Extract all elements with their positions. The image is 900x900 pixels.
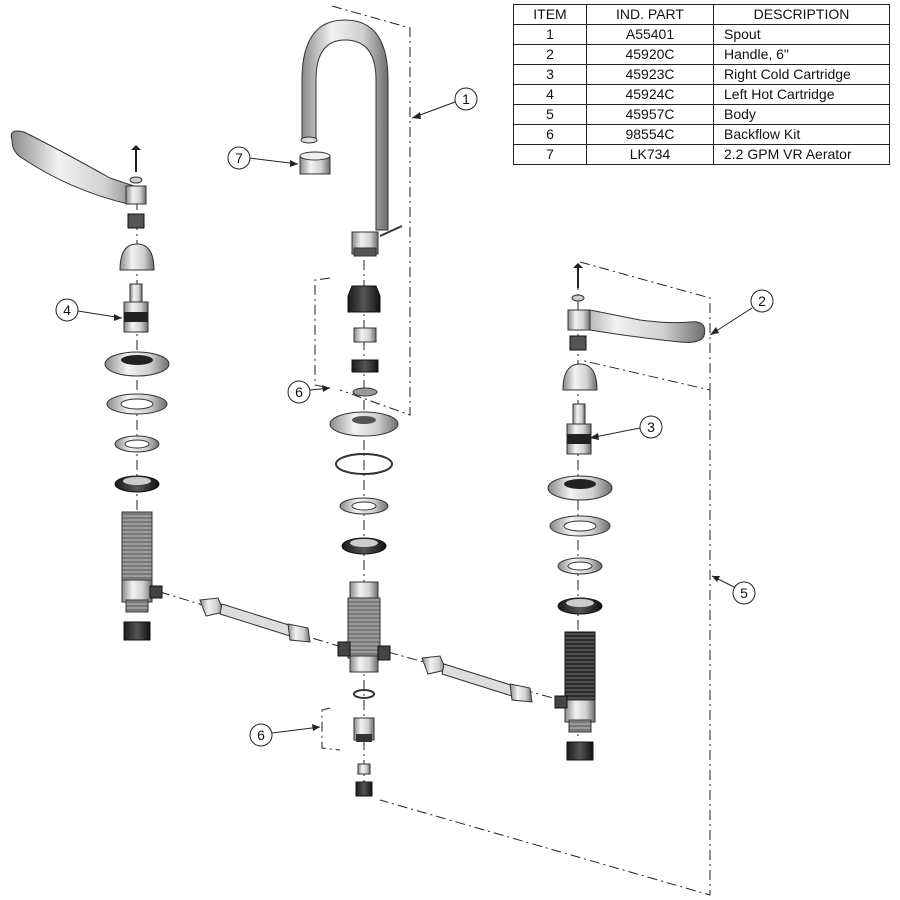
left-supply-hose <box>199 597 311 643</box>
part-description: Left Hot Cartridge <box>713 84 890 105</box>
callout-6-upper: 6 <box>287 380 331 404</box>
part-number: 45920C <box>586 44 714 65</box>
part-description: Right Cold Cartridge <box>713 64 890 85</box>
right-handle <box>567 263 706 343</box>
callout-5: 5 <box>711 575 756 605</box>
item-number: 5 <box>513 104 587 125</box>
header-description: DESCRIPTION <box>713 4 890 25</box>
part-number: 45957C <box>586 104 714 125</box>
left-handle <box>10 130 147 205</box>
spout <box>300 19 403 257</box>
callout-1-label: 1 <box>462 91 470 107</box>
part-description: 2.2 GPM VR Aerator <box>713 144 890 165</box>
item-number: 1 <box>513 24 587 45</box>
table-row: 1 A55401 Spout <box>513 24 890 45</box>
center-shank <box>337 581 391 797</box>
callout-3: 3 <box>589 415 663 440</box>
part-description: Spout <box>713 24 890 45</box>
left-shank <box>121 511 163 641</box>
item-number: 3 <box>513 64 587 85</box>
part-number: A55401 <box>586 24 714 45</box>
callout-6-upper-label: 6 <box>295 384 303 400</box>
parts-table: ITEM IND. PART DESCRIPTION 1 A55401 Spou… <box>513 4 890 165</box>
callout-1: 1 <box>411 87 478 119</box>
aerator <box>299 151 331 175</box>
left-cartridge-stack <box>104 213 170 493</box>
part-number: 45924C <box>586 84 714 105</box>
right-shank <box>554 631 596 761</box>
part-description: Handle, 6" <box>713 44 890 65</box>
parts-table-header-row: ITEM IND. PART DESCRIPTION <box>513 4 890 25</box>
callout-7-label: 7 <box>235 150 243 166</box>
callout-7: 7 <box>227 146 299 170</box>
spout-adapter-stack <box>347 285 381 397</box>
right-supply-hose <box>421 655 533 703</box>
callout-2-label: 2 <box>758 293 766 309</box>
header-part: IND. PART <box>586 4 714 25</box>
callout-4: 4 <box>55 298 123 322</box>
callout-6-lower: 6 <box>249 723 321 747</box>
part-number: 45923C <box>586 64 714 85</box>
table-row: 4 45924C Left Hot Cartridge <box>513 84 890 105</box>
table-row: 5 45957C Body <box>513 104 890 125</box>
table-row: 6 98554C Backflow Kit <box>513 124 890 145</box>
item-number: 6 <box>513 124 587 145</box>
table-row: 2 45920C Handle, 6" <box>513 44 890 65</box>
item-number: 7 <box>513 144 587 165</box>
callout-2: 2 <box>709 289 774 336</box>
table-row: 7 LK734 2.2 GPM VR Aerator <box>513 144 890 165</box>
spout-escutcheon <box>329 411 399 555</box>
callout-3-label: 3 <box>647 419 655 435</box>
item-number: 4 <box>513 84 587 105</box>
callout-6-lower-label: 6 <box>257 727 265 743</box>
callout-5-label: 5 <box>740 585 748 601</box>
part-number: 98554C <box>586 124 714 145</box>
header-item: ITEM <box>513 4 587 25</box>
item-number: 2 <box>513 44 587 65</box>
part-description: Backflow Kit <box>713 124 890 145</box>
right-cartridge-stack <box>547 335 613 615</box>
part-number: LK734 <box>586 144 714 165</box>
part-description: Body <box>713 104 890 125</box>
callout-4-label: 4 <box>63 302 71 318</box>
table-row: 3 45923C Right Cold Cartridge <box>513 64 890 85</box>
